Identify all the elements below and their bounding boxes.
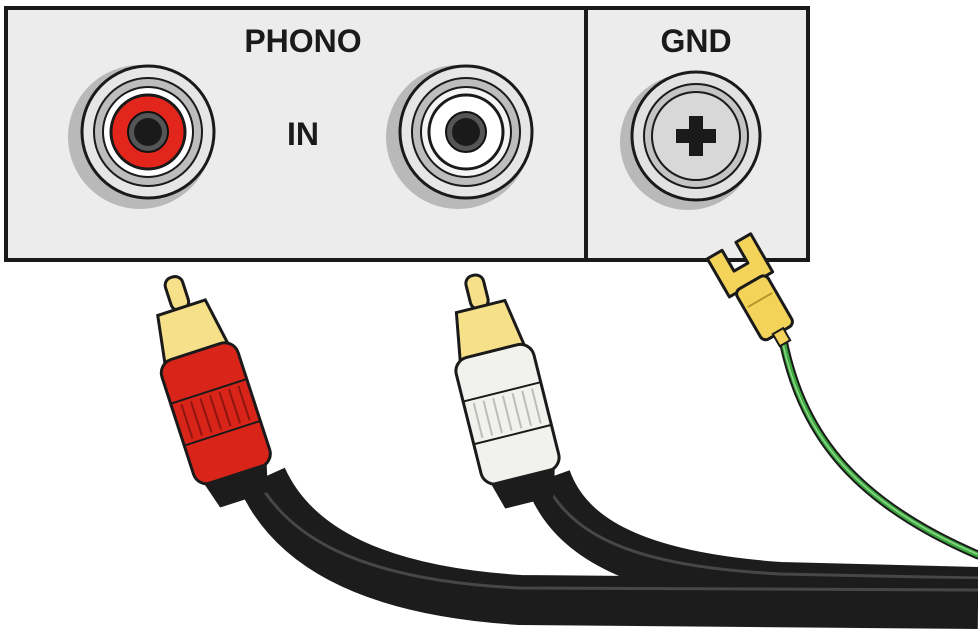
left-channel-cable [239, 467, 978, 629]
gnd-terminal [620, 70, 762, 210]
ground-wire [777, 330, 978, 560]
rear-panel: PHONO IN GND [4, 6, 810, 262]
gnd-label: GND [660, 23, 731, 59]
phono-in-right-jack [386, 64, 534, 209]
left-rca-plug [156, 275, 272, 508]
phono-label: PHONO [244, 23, 361, 59]
phono-in-left-jack [68, 64, 216, 209]
spade-lug [705, 232, 794, 348]
in-label: IN [287, 116, 319, 152]
right-rca-plug [454, 273, 561, 509]
plus-screw-icon [676, 116, 716, 156]
